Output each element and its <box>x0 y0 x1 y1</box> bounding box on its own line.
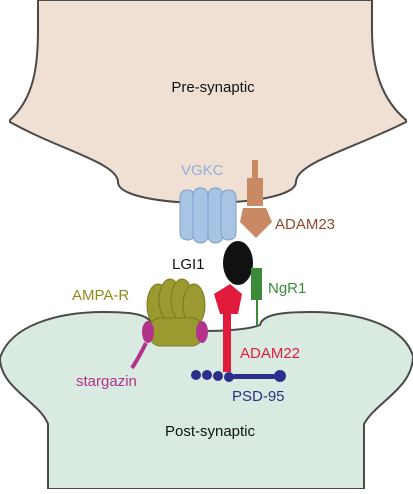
ampa-receptor <box>146 278 206 347</box>
adam23-protein <box>240 160 272 238</box>
ngr1-label: NgR1 <box>268 280 306 297</box>
vgkc-label: VGKC <box>181 162 224 179</box>
ampar-label: AMPA-R <box>72 287 129 304</box>
psd95-protein <box>191 370 286 382</box>
adam22-label: ADAM22 <box>240 345 300 362</box>
ngr1-protein <box>251 268 262 325</box>
stargazin-label: stargazin <box>76 373 137 390</box>
vgkc-channel <box>179 187 237 244</box>
lgi1-label: LGI1 <box>172 256 205 273</box>
stargazin-protein <box>130 321 208 370</box>
adam23-label: ADAM23 <box>275 216 335 233</box>
post-synaptic-terminal <box>0 310 413 490</box>
pre-synaptic-label: Pre-synaptic <box>171 79 255 96</box>
adam22-protein <box>214 284 242 372</box>
lgi1-protein <box>223 241 253 285</box>
psd95-label: PSD-95 <box>232 388 285 405</box>
post-synaptic-label: Post-synaptic <box>165 423 256 440</box>
